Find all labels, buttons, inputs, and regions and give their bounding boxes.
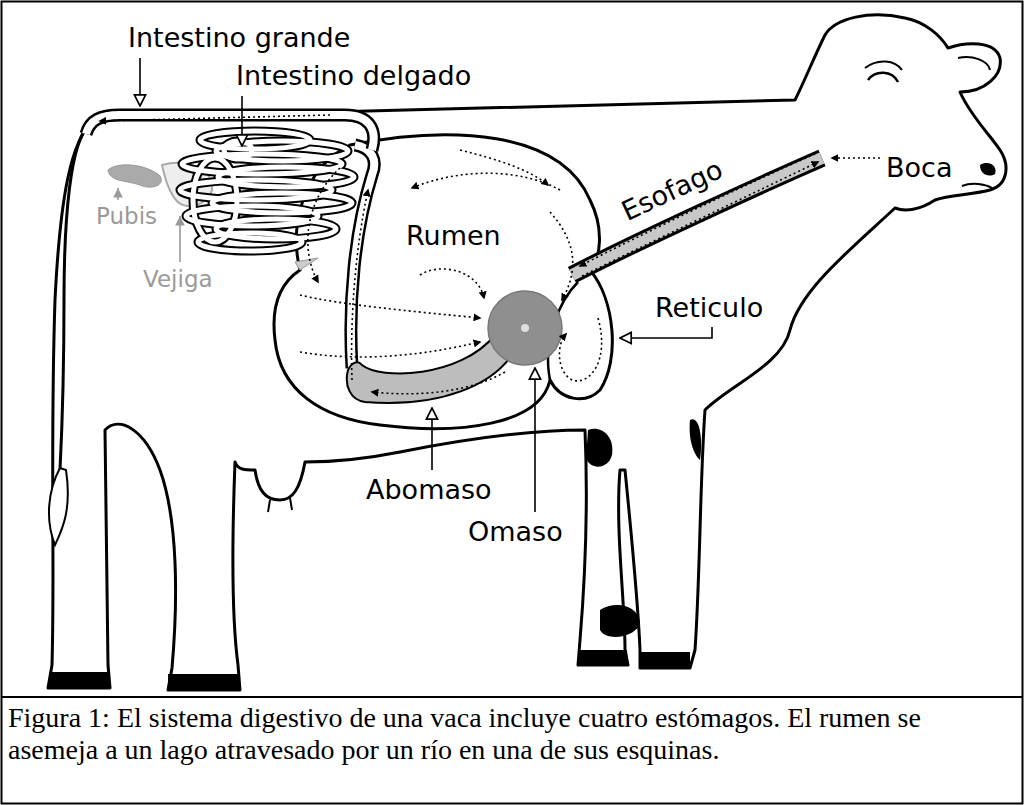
illustration-part <box>100 115 330 121</box>
illustration-part <box>180 131 354 251</box>
illustration-part <box>168 674 240 690</box>
part-label: Boca <box>884 152 954 183</box>
illustration-part <box>372 372 505 394</box>
illustration-part <box>521 324 529 332</box>
rumen-organ <box>274 135 612 429</box>
illustration-part <box>690 419 702 460</box>
illustration-part <box>534 368 536 512</box>
illustration-part <box>180 131 354 251</box>
part-label: Pubis <box>94 203 159 229</box>
illustration-part <box>578 650 628 665</box>
illustration-part <box>300 295 480 318</box>
figure-caption: Figura 1: El sistema digestivo de una va… <box>8 702 1014 766</box>
omasum-organ <box>488 291 562 365</box>
illustration-part <box>559 318 601 381</box>
illustration-part <box>868 73 898 82</box>
illustration-part <box>962 184 992 188</box>
illustration-part <box>86 115 374 150</box>
intestine-coil <box>180 131 354 251</box>
illustration-part <box>865 61 902 70</box>
illustration-part <box>268 498 292 512</box>
part-label: Esofago <box>615 152 729 227</box>
part-label: Rumen <box>404 220 503 251</box>
illustration-part <box>488 291 562 365</box>
illustration-part <box>241 96 243 146</box>
illustration-part <box>108 165 161 187</box>
flow-arrows <box>100 115 880 394</box>
illustration-part <box>347 335 515 403</box>
caption-divider <box>1 696 1023 698</box>
part-label: Intestino grande <box>126 22 352 53</box>
illustration-part <box>412 173 560 190</box>
illustration-part <box>308 168 340 282</box>
cow-body <box>48 15 1006 690</box>
illustration-part <box>600 605 640 637</box>
illustration-part <box>295 258 318 270</box>
illustration-part <box>620 327 712 338</box>
part-label: Reticulo <box>653 292 765 323</box>
part-label: Vejiga <box>141 266 215 292</box>
part-label: Abomaso <box>364 474 494 505</box>
illustration-part <box>139 58 141 106</box>
illustration-part <box>958 57 990 70</box>
illustration-part <box>48 15 1006 690</box>
illustration-part <box>117 188 119 200</box>
illustration-part <box>274 135 612 429</box>
illustration-part <box>586 429 612 467</box>
abomasum-organ <box>347 335 515 403</box>
illustration-part <box>420 269 484 298</box>
illustration-part <box>550 212 573 300</box>
illustration-part <box>460 150 548 185</box>
illustration-part <box>300 342 480 357</box>
illustration-part <box>49 468 68 545</box>
part-label: Intestino delgado <box>234 60 473 91</box>
illustration-part <box>431 408 433 470</box>
illustration-part <box>832 157 880 159</box>
illustration-part <box>179 216 181 262</box>
illustration-part <box>352 190 368 380</box>
illustration-part <box>640 652 690 668</box>
illustration-part <box>60 124 90 470</box>
illustration-part <box>48 672 110 688</box>
part-label: Omaso <box>466 516 565 547</box>
illustration-part <box>980 163 996 176</box>
illustration-part <box>86 115 374 150</box>
large-intestine-tube <box>86 115 374 150</box>
leader-lines <box>118 58 712 512</box>
